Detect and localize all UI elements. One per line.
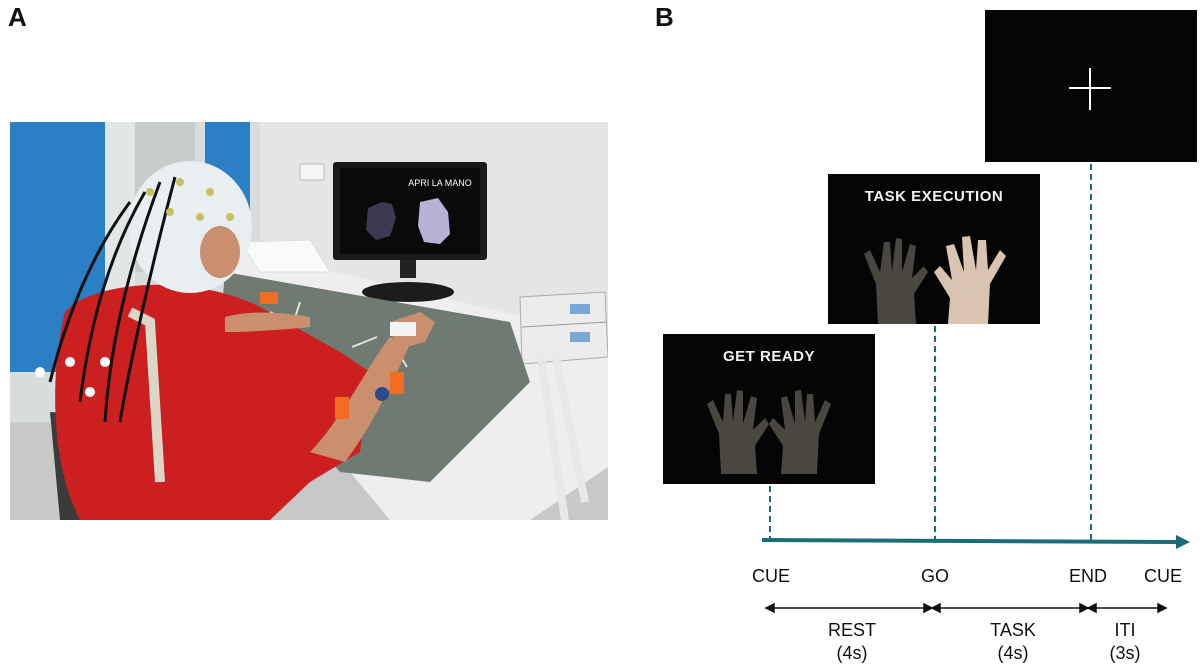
interval-iti: ITI (3s): [1110, 619, 1141, 665]
marker-cue-next: CUE: [1143, 566, 1183, 586]
panel-b-label: B: [655, 2, 674, 32]
iti-screen: [985, 10, 1197, 162]
emg-electrode: [335, 397, 349, 419]
wrist-wrap: [390, 322, 416, 336]
panel-a-label: A: [8, 2, 27, 32]
interval-task: TASK (4s): [990, 619, 1036, 665]
eeg-cap: [128, 161, 252, 293]
interval-rest-duration: (4s): [836, 643, 868, 663]
eeg-amplifier: [519, 291, 608, 365]
experimental-setup-photo: APRI LA MANO: [10, 122, 608, 520]
marker-end: END: [1068, 566, 1108, 586]
interval-iti-label: ITI: [1114, 620, 1136, 640]
marker-go: GO: [920, 566, 950, 586]
right-arm: [310, 337, 410, 462]
fixation-cross-icon: [1069, 68, 1111, 110]
monitor-left-hand: [366, 202, 396, 240]
hands-image: [707, 390, 831, 474]
hands-image: [864, 236, 1006, 324]
interval-task-label: TASK: [990, 620, 1036, 640]
time-axis-arrowhead: [1176, 535, 1190, 549]
eeg-wires: [48, 176, 177, 423]
get-ready-title: GET READY: [722, 348, 815, 365]
paper-sheet: [239, 239, 331, 273]
interval-rest: REST (4s): [828, 619, 876, 665]
interval-task-duration: (4s): [997, 643, 1029, 663]
task-execution-title: TASK EXECUTION: [864, 188, 1004, 205]
face: [200, 226, 240, 278]
marker-cue-start: CUE: [751, 566, 791, 586]
shoulder-strap: [127, 307, 165, 483]
time-axis: [761, 538, 1179, 544]
monitor-right-hand: [418, 198, 450, 244]
get-ready-screen: GET READY: [663, 334, 875, 484]
interval-rest-label: REST: [827, 620, 877, 640]
wall-switch: [299, 163, 325, 181]
monitor-text: APRI LA MANO: [408, 178, 472, 188]
task-execution-screen: TASK EXECUTION: [828, 174, 1040, 324]
left-arm: [225, 312, 310, 332]
interval-iti-duration: (3s): [1109, 643, 1141, 663]
ribbon-cables: [536, 351, 589, 520]
